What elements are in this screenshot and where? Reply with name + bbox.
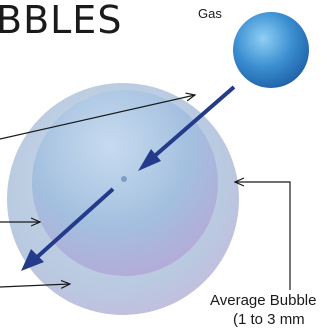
average-bubble-leader: [235, 182, 291, 290]
bubble-center-dot: [121, 176, 127, 182]
gas-label: Gas: [198, 6, 222, 21]
pointer-line-lower: [0, 284, 70, 287]
gas-sphere: [233, 12, 309, 88]
gas-diffusion-arrowhead-upper: [138, 149, 161, 171]
average-bubble-label: Average Bubble: [210, 292, 317, 309]
page-title: BBLES: [0, 0, 123, 42]
pointer-line-upper: [0, 95, 195, 140]
gas-diffusion-arrow-lower: [33, 187, 115, 261]
gas-diffusion-arrow-upper: [148, 85, 236, 162]
inner-bubble-core: [32, 90, 218, 276]
gas-diffusion-arrowhead-lower: [21, 249, 44, 271]
bubble-size-range-label: (1 to 3 mm: [233, 311, 305, 328]
